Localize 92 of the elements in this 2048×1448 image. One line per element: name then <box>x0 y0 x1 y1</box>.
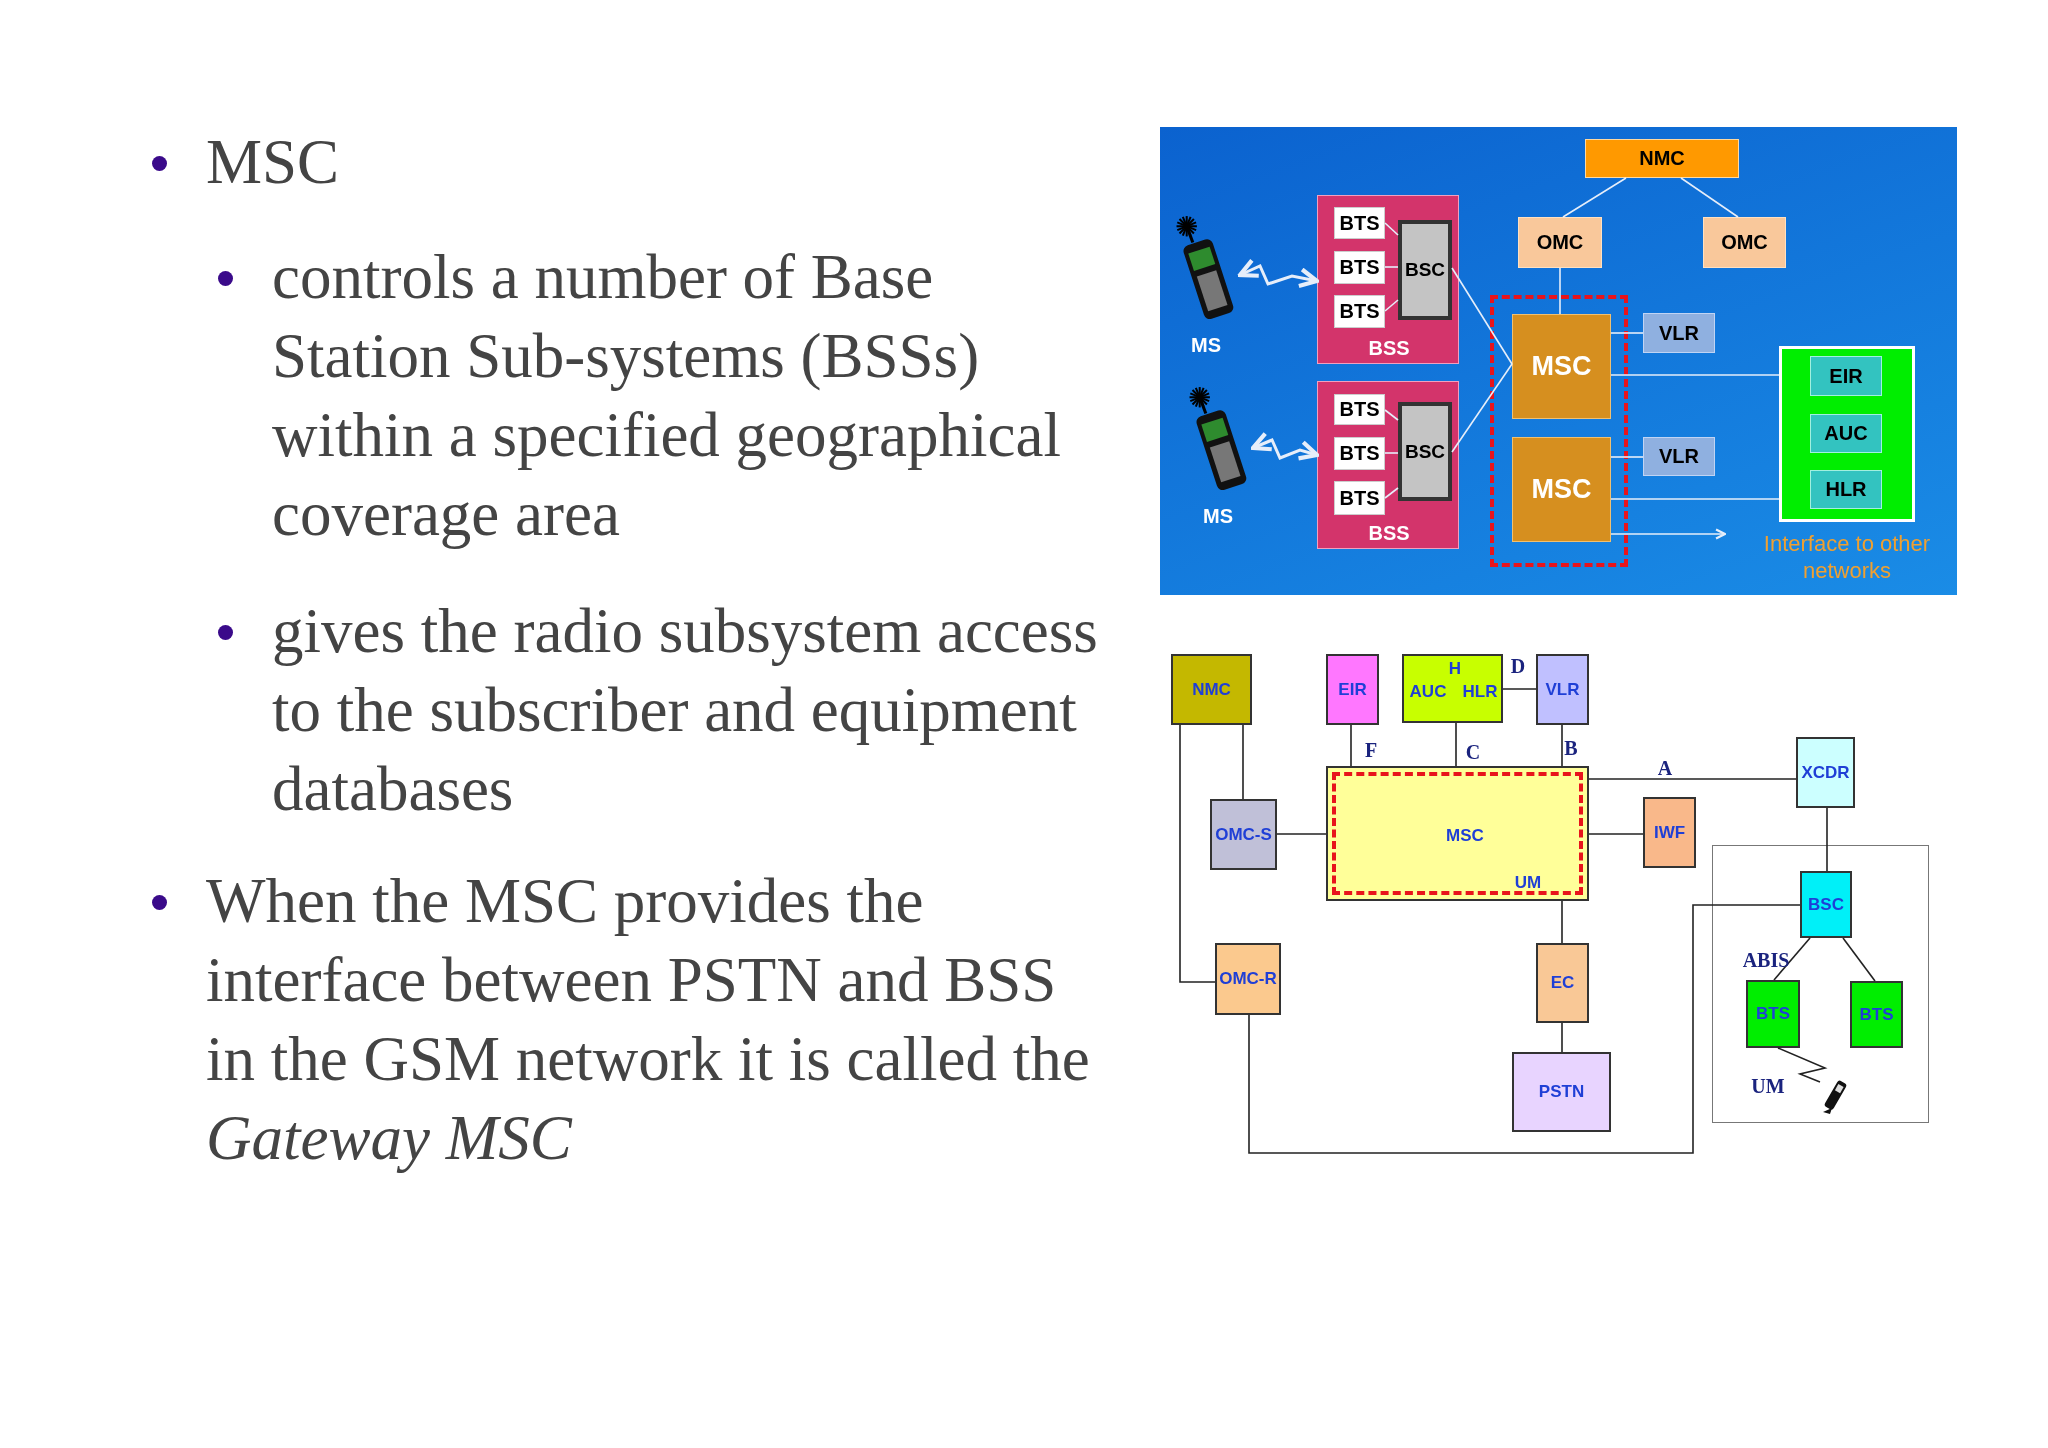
network-element-box: NMC <box>1585 139 1739 178</box>
connector-line <box>1384 222 1399 236</box>
connector-line <box>1384 299 1399 312</box>
connector-line <box>1588 833 1644 835</box>
group-box <box>1317 195 1459 364</box>
connector-line <box>1610 498 1780 500</box>
network-element-box: VLR <box>1643 437 1715 476</box>
network-element-box: BTS <box>1334 207 1385 239</box>
network-element-box: OMC <box>1518 217 1602 268</box>
highlight-frame <box>1490 295 1628 567</box>
connector-line <box>1610 374 1780 376</box>
network-element-box: BTS <box>1850 981 1903 1048</box>
network-element-box: BTS <box>1334 251 1385 284</box>
bullet-text: controls a number of Base Station Sub-systems (BSSs) within a specified geographical coverage area <box>272 241 1062 551</box>
arrow <box>1250 431 1320 461</box>
connector-line <box>1610 456 1644 458</box>
network-element-box: VLR <box>1643 313 1715 353</box>
network-element-box: EC <box>1536 943 1589 1023</box>
network-element-box: BSC <box>1800 871 1852 938</box>
network-element-box: HLR <box>1810 470 1882 509</box>
group-label: BSS <box>1368 521 1410 545</box>
connector-line <box>1248 904 1801 1154</box>
bullet-text: gives the radio subsystem access to the subscriber and equipment databases <box>272 595 1099 826</box>
node-label: UM <box>1514 873 1542 893</box>
connector-line <box>1502 688 1537 690</box>
edge-label: A <box>1657 756 1673 780</box>
network-element-box <box>1402 654 1503 723</box>
network-element-box: IWF <box>1643 797 1696 868</box>
connector-line <box>1451 267 1513 365</box>
connector-line <box>1384 452 1399 454</box>
node-label: H <box>1448 659 1462 679</box>
connector-line <box>1588 778 1797 780</box>
network-element-box: BTS <box>1334 394 1385 425</box>
arrow <box>1610 528 1727 540</box>
group-box <box>1712 845 1929 1123</box>
network-element-box: BTS <box>1746 980 1800 1048</box>
connector-line <box>1455 722 1457 767</box>
connector-line <box>1384 409 1399 421</box>
node-label: MS <box>1203 504 1233 528</box>
network-element-box: MSC <box>1512 437 1611 542</box>
connector-line <box>1826 807 1828 872</box>
connector-line <box>1350 724 1352 767</box>
network-element-box: BSC <box>1398 220 1452 320</box>
group-label: BSS <box>1368 336 1410 360</box>
annotation-text: Interface to other networks <box>1762 530 1932 584</box>
network-element-box: BTS <box>1334 481 1385 515</box>
connector-line <box>1561 1022 1563 1053</box>
connector-line <box>1680 177 1739 218</box>
node-label: HLR <box>1462 682 1498 702</box>
node-label: MSC <box>1446 826 1484 846</box>
bullet-text: MSC <box>206 126 341 199</box>
network-element-box: EIR <box>1326 654 1379 725</box>
network-element-box <box>1326 766 1589 901</box>
network-element-box: OMC-S <box>1210 799 1277 870</box>
connector-line <box>1451 363 1513 453</box>
network-element-box: BTS <box>1334 295 1385 328</box>
network-element-box: OMC <box>1703 217 1786 268</box>
connector-line <box>1561 900 1563 944</box>
network-element-box: MSC <box>1512 314 1611 419</box>
connector-line <box>1561 724 1563 767</box>
connector-line <box>1384 487 1399 499</box>
edge-label: ABIS <box>1742 948 1790 972</box>
network-element-box: NMC <box>1171 654 1252 725</box>
connector-line <box>1562 177 1627 218</box>
edge-label: D <box>1510 654 1526 678</box>
network-element-box: EIR <box>1810 356 1882 396</box>
connector-line <box>1610 332 1644 334</box>
edge-label: B <box>1564 736 1578 760</box>
network-element-box: VLR <box>1536 654 1589 725</box>
bullet-text: When the MSC provides the interface between PSTN and BSS in the GSM network it is called the Gateway MSC <box>206 865 1091 1175</box>
network-element-box: XCDR <box>1796 737 1855 808</box>
node-label: AUC <box>1409 682 1447 702</box>
connector-line <box>1384 266 1399 268</box>
group-box <box>1317 381 1459 549</box>
connector-line <box>1242 724 1244 800</box>
connector-line <box>1276 833 1327 835</box>
connector-line <box>1777 1047 1828 1083</box>
network-element-box: OMC-R <box>1215 943 1281 1015</box>
network-element-box: AUC <box>1810 414 1882 453</box>
edge-label: C <box>1465 740 1481 764</box>
connector-line <box>1559 267 1561 315</box>
network-element-box: PSTN <box>1512 1052 1611 1132</box>
connector-line <box>1179 724 1216 983</box>
edge-label: UM <box>1751 1074 1785 1098</box>
network-element-box: BSC <box>1398 402 1452 501</box>
group-box <box>1779 346 1915 522</box>
arrow <box>1237 258 1320 289</box>
connector-line <box>1842 937 1876 982</box>
node-label: MS <box>1191 333 1221 357</box>
connector-line <box>1773 937 1811 981</box>
edge-label: F <box>1364 738 1378 762</box>
network-element-box: BTS <box>1334 437 1385 470</box>
